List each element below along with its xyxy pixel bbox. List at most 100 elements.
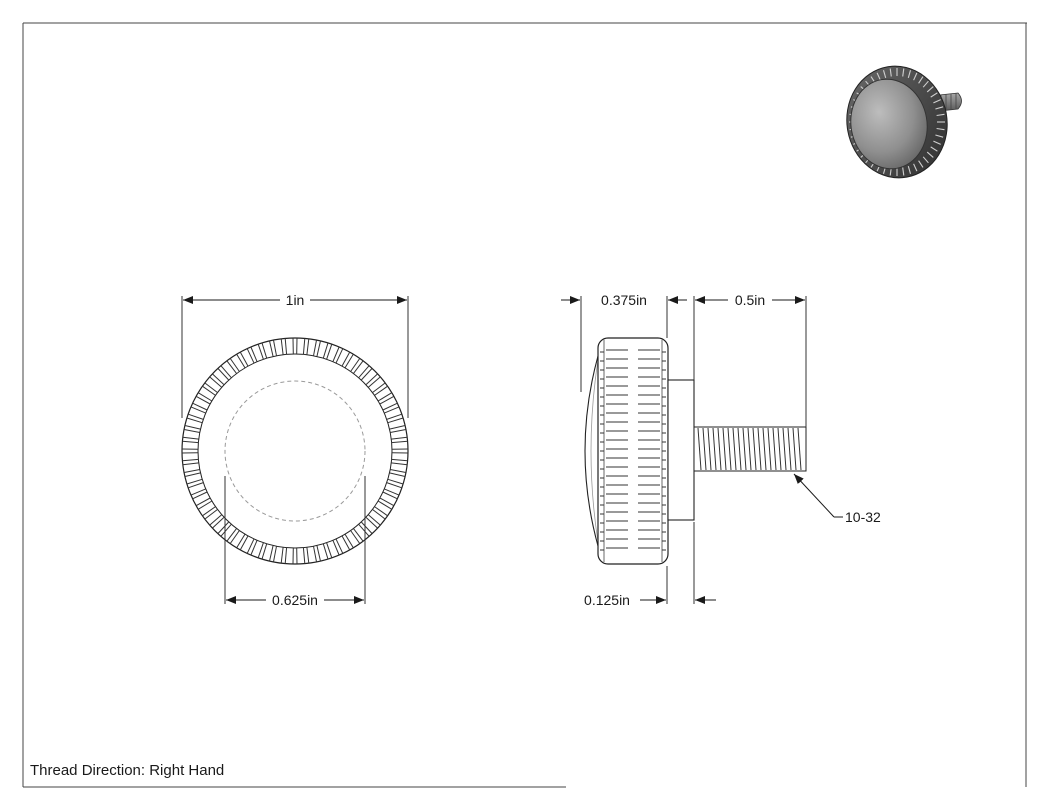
knurl-tick [302, 338, 306, 355]
knurl-tick [220, 523, 232, 537]
knurl-tick [391, 436, 408, 440]
iso-knurl-mark [933, 99, 941, 104]
knurl-tick [212, 516, 225, 529]
iso-knurl-mark [926, 151, 934, 158]
dim-thread-length: 0.5in [693, 292, 807, 427]
knurl-tick [204, 509, 218, 520]
border-frame [22, 22, 1027, 788]
front-knurl-inner-circle [197, 353, 393, 549]
knurl-tick [269, 340, 274, 357]
iso-knurl-mark [930, 146, 938, 152]
knurl-tick [313, 546, 317, 562]
knurl-tick [273, 340, 277, 356]
side-thread-lines [697, 427, 802, 471]
knurl-tick [335, 538, 344, 554]
knurl-tick [386, 482, 402, 489]
dim-head-thickness: 0.375in [561, 292, 687, 392]
knurl-tick [188, 482, 204, 489]
knurl-tick [226, 360, 237, 374]
knurl-tick [372, 509, 386, 520]
knurl-tick [374, 385, 388, 396]
isometric-render [846, 65, 962, 179]
side-shoulder [667, 379, 695, 521]
knurl-tick [269, 545, 274, 562]
iso-knurl-mark [882, 70, 887, 79]
knurl-tick [182, 458, 199, 462]
knurl-tick [212, 373, 225, 386]
knurl-tick [182, 436, 199, 440]
iso-knurl-mark [922, 156, 929, 164]
knurl-tick [202, 385, 216, 396]
knurl-tick [197, 392, 213, 402]
knurl-tick [377, 392, 393, 402]
callout-label-thread-size: 10-32 [845, 509, 881, 525]
knurl-tick [350, 358, 361, 372]
dim-inner-diameter: 0.625in [224, 476, 366, 608]
dim-label-head-thickness: 0.375in [601, 292, 647, 308]
side-knurl-lines [600, 349, 666, 551]
thread-line [712, 427, 717, 471]
knurl-tick [184, 429, 200, 433]
iso-knurl-mark [933, 140, 941, 145]
knurl-tick [389, 472, 406, 477]
thread-line [757, 427, 762, 471]
dim-label-inner-diameter: 0.625in [272, 592, 318, 608]
knurl-tick [302, 547, 306, 564]
thread-line [747, 427, 752, 471]
knurl-tick [360, 521, 373, 534]
knurl-tick [322, 543, 329, 560]
iso-knurl-mark [926, 86, 934, 93]
knurl-tick [306, 547, 310, 564]
knurl-tick [335, 348, 344, 364]
thread-line [737, 427, 742, 471]
knurl-tick [184, 425, 201, 430]
knurl-tick [239, 535, 249, 551]
iso-knurl-mark [907, 165, 912, 174]
knurl-tick [374, 506, 388, 517]
thread-line [727, 427, 732, 471]
knurl-tick [365, 516, 378, 529]
knurl-tick [195, 497, 211, 507]
iso-knurl-mark [913, 72, 918, 81]
knurl-tick [344, 533, 354, 549]
iso-knurl-mark [918, 76, 924, 84]
knurl-tick [390, 469, 406, 473]
knurl-tick [341, 351, 351, 367]
knurl-tick [246, 348, 255, 364]
knurl-tick [367, 376, 381, 388]
knurl-tick [236, 533, 246, 549]
thread-line [697, 427, 702, 471]
knurl-tick [261, 342, 268, 359]
thread-line [772, 427, 777, 471]
dim-label-thread-length: 0.5in [735, 292, 765, 308]
thread-line [722, 427, 727, 471]
knurl-tick [372, 382, 386, 393]
knurl-tick [344, 353, 354, 369]
iso-knurl-mark [930, 92, 938, 98]
knurl-tick [332, 346, 340, 362]
knurl-tick [350, 530, 361, 544]
knurl-tick [186, 417, 203, 424]
knurl-tick [261, 543, 268, 560]
knurl-tick [257, 542, 264, 558]
knurl-tick [197, 500, 213, 510]
knurl-tick [367, 514, 381, 526]
knurl-tick [280, 338, 284, 355]
knurl-tick [332, 540, 340, 556]
front-knurl-ticks [181, 337, 409, 565]
knurl-tick [284, 547, 288, 564]
dim-label-shoulder-length: 0.125in [584, 592, 630, 608]
front-hidden-circle [224, 380, 366, 522]
knurl-tick [209, 376, 223, 388]
knurl-tick [229, 358, 240, 372]
thread-line [777, 427, 782, 471]
iso-knurl-mark [913, 163, 918, 172]
knurl-tick [387, 417, 404, 424]
thread-line [732, 427, 737, 471]
knurl-tick [360, 368, 373, 381]
iso-knurl-mark [907, 70, 912, 79]
knurl-tick [384, 488, 400, 496]
knurl-tick [382, 402, 398, 411]
thread-line [707, 427, 712, 471]
dim-outer-diameter: 1in [181, 292, 409, 418]
